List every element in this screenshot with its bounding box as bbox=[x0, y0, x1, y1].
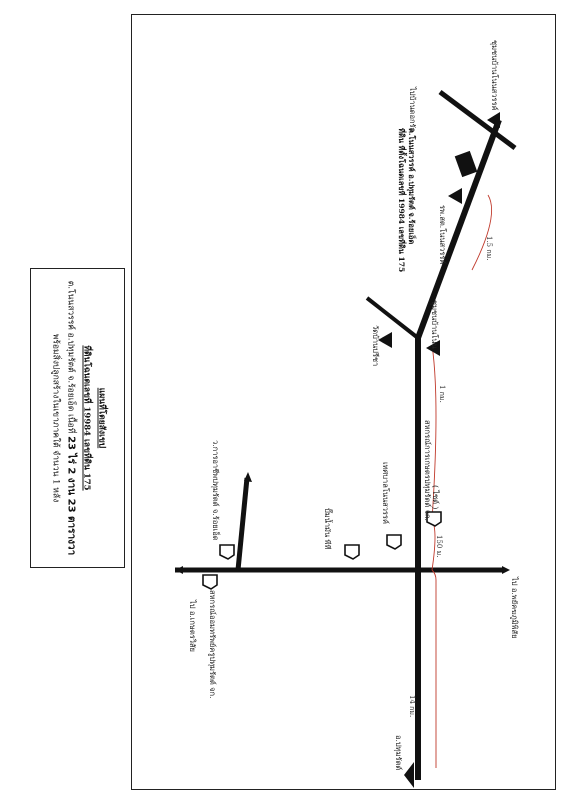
road-label-kaset-wisai: ไป อ.เกษตรวิสัย bbox=[188, 599, 197, 652]
triangle-icon bbox=[487, 112, 500, 128]
roads bbox=[175, 89, 517, 780]
agri-coop-icon bbox=[426, 511, 442, 527]
labels: ไป อ.เกษตรวิสัย ไป อ.พยัคฆภูมิพิสัย อ.ปท… bbox=[188, 40, 519, 770]
label-agri-coop-note: ( ไซต์ ) bbox=[431, 485, 440, 509]
subject-label-line2: ต.โนนสวรรค์ อ.ปทุมรัตต์ จ.ร้อยเอ็ด bbox=[407, 128, 417, 244]
distance-label-1-5km: 1.5 กม. bbox=[485, 236, 493, 260]
tech-college-icon bbox=[219, 544, 235, 560]
building-markers bbox=[202, 511, 442, 590]
wat-road bbox=[365, 296, 420, 340]
map-frame bbox=[131, 14, 556, 790]
distance-label-1km: 1 กม. bbox=[438, 385, 446, 403]
label-agri-coop: สหกรณ์การเกษตรปทุมรัตต์ จก. bbox=[423, 420, 432, 521]
subject-label-line1: ที่ดิน ที่ตั้งโฉนดเลขที่ 19984 เลขที่ดิน… bbox=[397, 128, 408, 272]
distance-brace-150m bbox=[431, 519, 436, 571]
distance-label-150m: 150 ม. bbox=[435, 535, 443, 557]
label-gas-station: ปั๊มน้ำมัน พีที bbox=[323, 508, 333, 549]
arrow-north-icon bbox=[244, 472, 252, 482]
road-label-phayakkhaphum: ไป อ.พยัคฆภูมิพิสัย bbox=[510, 576, 519, 639]
label-village-hall: ชุมชนบ้านโนน bbox=[430, 300, 439, 349]
distance-brace-14km bbox=[431, 569, 437, 768]
label-health-center: รพ.สต.โนนสวรรค์ bbox=[438, 205, 447, 264]
distance-markers bbox=[431, 194, 493, 768]
north-cross-road bbox=[438, 89, 517, 151]
municipality-icon bbox=[386, 534, 402, 550]
road-label-pathum-rat: อ.ปทุมรัตต์ bbox=[394, 735, 403, 770]
arrow-west-icon bbox=[175, 566, 183, 574]
label-tech-college: ว.การอาชีพปทุมรัตต์ จ.ร้อยเอ็ด bbox=[211, 440, 221, 541]
label-credit-union: สหกรณ์ออมทรัพย์ครูปทุมรัตต์ จก. bbox=[208, 590, 217, 698]
subject-property-marker bbox=[454, 150, 478, 178]
spur-road bbox=[235, 477, 250, 571]
triangle-icon bbox=[426, 340, 440, 356]
credit-union-icon bbox=[202, 574, 218, 590]
triangle-icon bbox=[378, 332, 392, 348]
arrow-east-icon bbox=[502, 566, 510, 574]
road-label-dok-rak: ไปบ้านดอกรัก bbox=[408, 86, 417, 132]
label-school-north: ชุมชนบ้านโนนสวรรค์ bbox=[490, 40, 499, 111]
distance-brace-1-5km bbox=[471, 194, 493, 271]
gas-station-icon bbox=[344, 544, 360, 560]
diagonal-road bbox=[415, 118, 502, 340]
triangle-markers bbox=[378, 112, 500, 788]
road-arrows bbox=[175, 472, 510, 574]
distance-brace-1km bbox=[431, 344, 437, 521]
map-legend: แผนที่โดยสังเขป ที่ดินโฉนดเลขที่ 19984 เ… bbox=[30, 268, 125, 568]
triangle-icon bbox=[404, 762, 414, 788]
distance-label-14km: 14 กม. bbox=[408, 695, 416, 717]
label-municipality: เทศบาลโนนสวรรค์ bbox=[381, 462, 390, 524]
label-wat: วัดบ้านปรีชา bbox=[371, 325, 380, 366]
triangle-icon bbox=[448, 188, 462, 204]
